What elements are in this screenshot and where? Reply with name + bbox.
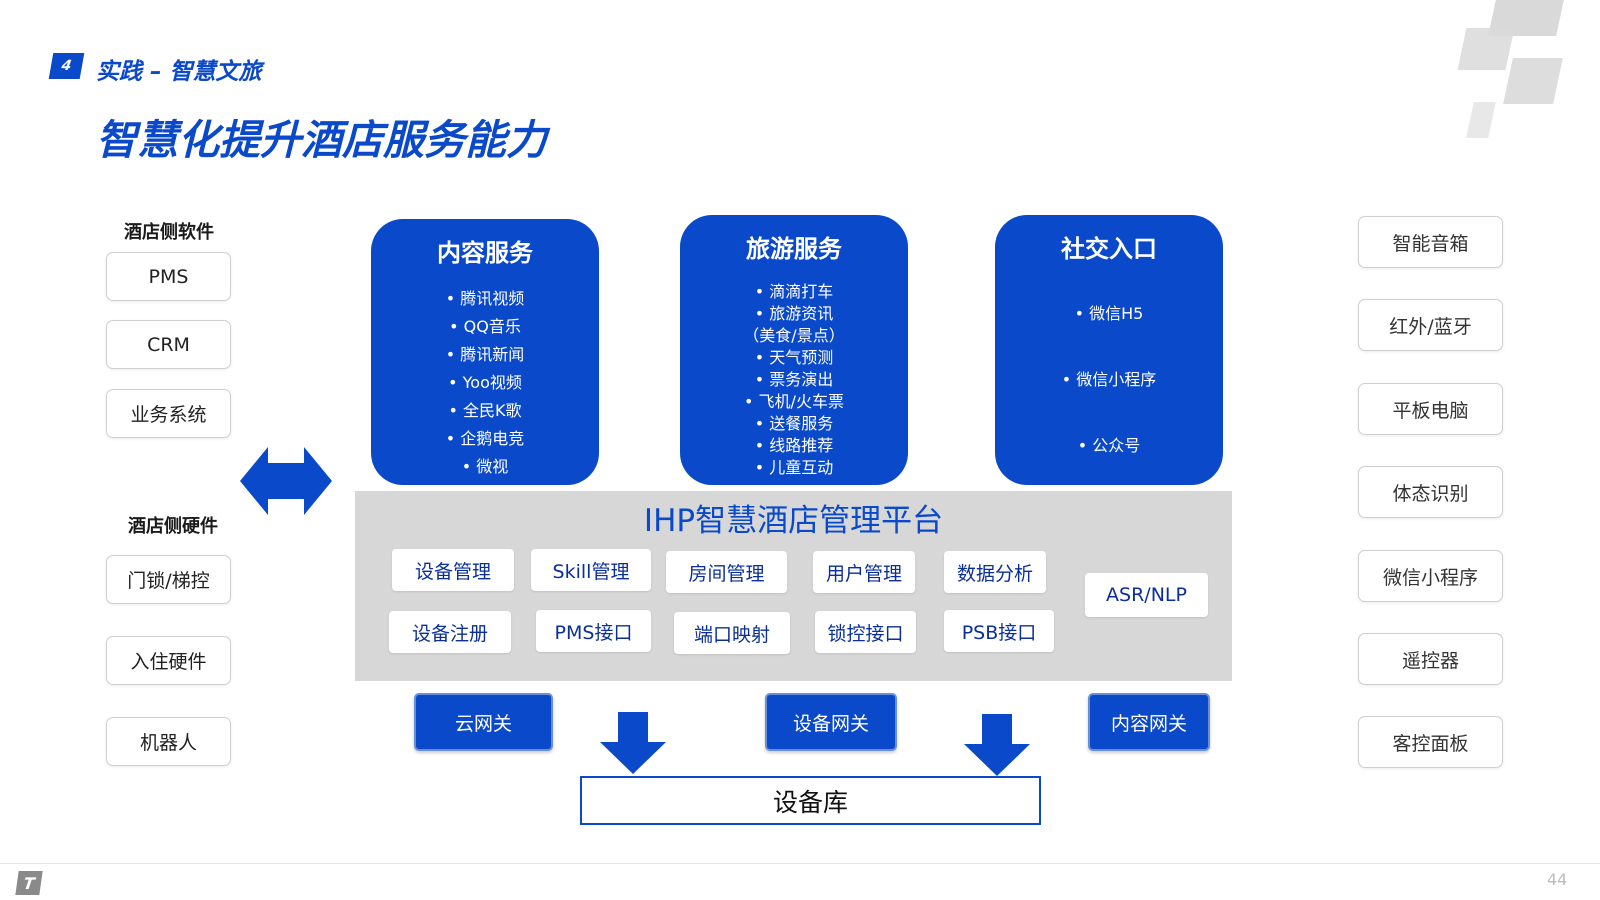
list-item: • 天气预测: [754, 348, 834, 367]
list-item: • 送餐服务: [754, 414, 834, 433]
list-item: • 票务演出: [754, 370, 834, 389]
logo-icon: T: [15, 871, 43, 895]
device-smart-speaker: 智能音箱: [1358, 216, 1503, 268]
platform-title: IHP智慧酒店管理平台: [643, 503, 944, 539]
page-title: 智慧化提升酒店服务能力: [96, 116, 547, 164]
module-room-management: 房间管理: [666, 551, 787, 593]
device-guest-control-panel: 客控面板: [1358, 716, 1503, 768]
device-gateway: 设备网关: [765, 693, 897, 751]
list-item: • 微信H5: [1074, 304, 1144, 323]
content-gateway: 内容网关: [1088, 693, 1210, 751]
travel-service-list: • 滴滴打车 • 旅游资讯 （美食/景点） • 天气预测 • 票务演出 • 飞机…: [680, 281, 908, 479]
list-item: • Yoo视频: [448, 373, 522, 392]
travel-service-card: 旅游服务 • 滴滴打车 • 旅游资讯 （美食/景点） • 天气预测 • 票务演出…: [680, 215, 908, 485]
content-service-card: 内容服务 • 腾讯视频 • QQ音乐 • 腾讯新闻 • Yoo视频 • 全民K歌…: [371, 219, 599, 485]
module-user-management: 用户管理: [813, 551, 915, 593]
software-business-system: 业务系统: [106, 389, 231, 438]
list-item: • 儿童互动: [754, 458, 834, 477]
list-item: • 微信小程序: [1061, 370, 1157, 389]
bidirectional-arrow-icon: [240, 447, 332, 515]
device-remote-control: 遥控器: [1358, 633, 1503, 685]
travel-service-title: 旅游服务: [746, 235, 842, 263]
down-arrow-icon: [964, 714, 1030, 776]
list-item: • 滴滴打车: [754, 282, 834, 301]
device-wechat-miniprogram: 微信小程序: [1358, 550, 1503, 602]
list-item: • 线路推荐: [754, 436, 834, 455]
device-repository: 设备库: [580, 776, 1041, 825]
module-skill-management: Skill管理: [531, 549, 651, 591]
list-item: • 飞机/火车票: [744, 392, 844, 411]
social-entry-list: • 微信H5 • 微信小程序 • 公众号: [995, 281, 1223, 479]
hardware-robot: 机器人: [106, 717, 231, 766]
page-number: 44: [1547, 870, 1568, 889]
hardware-lock: 门锁/梯控: [106, 555, 231, 604]
list-item: （美食/景点）: [743, 326, 845, 345]
section-number-badge: 4: [48, 53, 85, 79]
module-device-registration: 设备注册: [389, 611, 511, 653]
module-pms-interface: PMS接口: [536, 610, 651, 652]
list-item: • QQ音乐: [449, 317, 521, 336]
social-entry-title: 社交入口: [1061, 235, 1157, 263]
hardware-checkin: 入住硬件: [106, 636, 231, 685]
social-entry-card: 社交入口 • 微信H5 • 微信小程序 • 公众号: [995, 215, 1223, 485]
list-item: • 腾讯新闻: [445, 345, 525, 364]
module-psb-interface: PSB接口: [944, 610, 1054, 652]
device-infrared-bluetooth: 红外/蓝牙: [1358, 299, 1503, 351]
content-service-title: 内容服务: [437, 239, 533, 267]
list-item: • 全民K歌: [448, 401, 522, 420]
down-arrow-icon: [600, 712, 666, 774]
module-asr-nlp: ASR/NLP: [1085, 573, 1208, 617]
list-item: • 腾讯视频: [445, 289, 525, 308]
module-device-management: 设备管理: [392, 549, 514, 591]
software-crm: CRM: [106, 320, 231, 369]
hardware-label: 酒店侧硬件: [128, 516, 218, 537]
cloud-gateway: 云网关: [414, 693, 553, 751]
device-tablet: 平板电脑: [1358, 383, 1503, 435]
module-data-analysis: 数据分析: [944, 551, 1046, 593]
software-label: 酒店侧软件: [124, 222, 214, 243]
list-item: • 旅游资讯: [754, 304, 834, 323]
module-port-mapping: 端口映射: [674, 612, 790, 654]
content-service-list: • 腾讯视频 • QQ音乐 • 腾讯新闻 • Yoo视频 • 全民K歌 • 企鹅…: [371, 285, 599, 481]
list-item: • 微视: [461, 457, 509, 476]
module-lock-interface: 锁控接口: [815, 611, 916, 653]
list-item: • 企鹅电竞: [445, 429, 525, 448]
footer-divider: [0, 863, 1600, 864]
device-posture-recognition: 体态识别: [1358, 466, 1503, 518]
software-pms: PMS: [106, 252, 231, 301]
list-item: • 公众号: [1077, 436, 1141, 455]
section-title: 实践 – 智慧文旅: [96, 59, 262, 85]
